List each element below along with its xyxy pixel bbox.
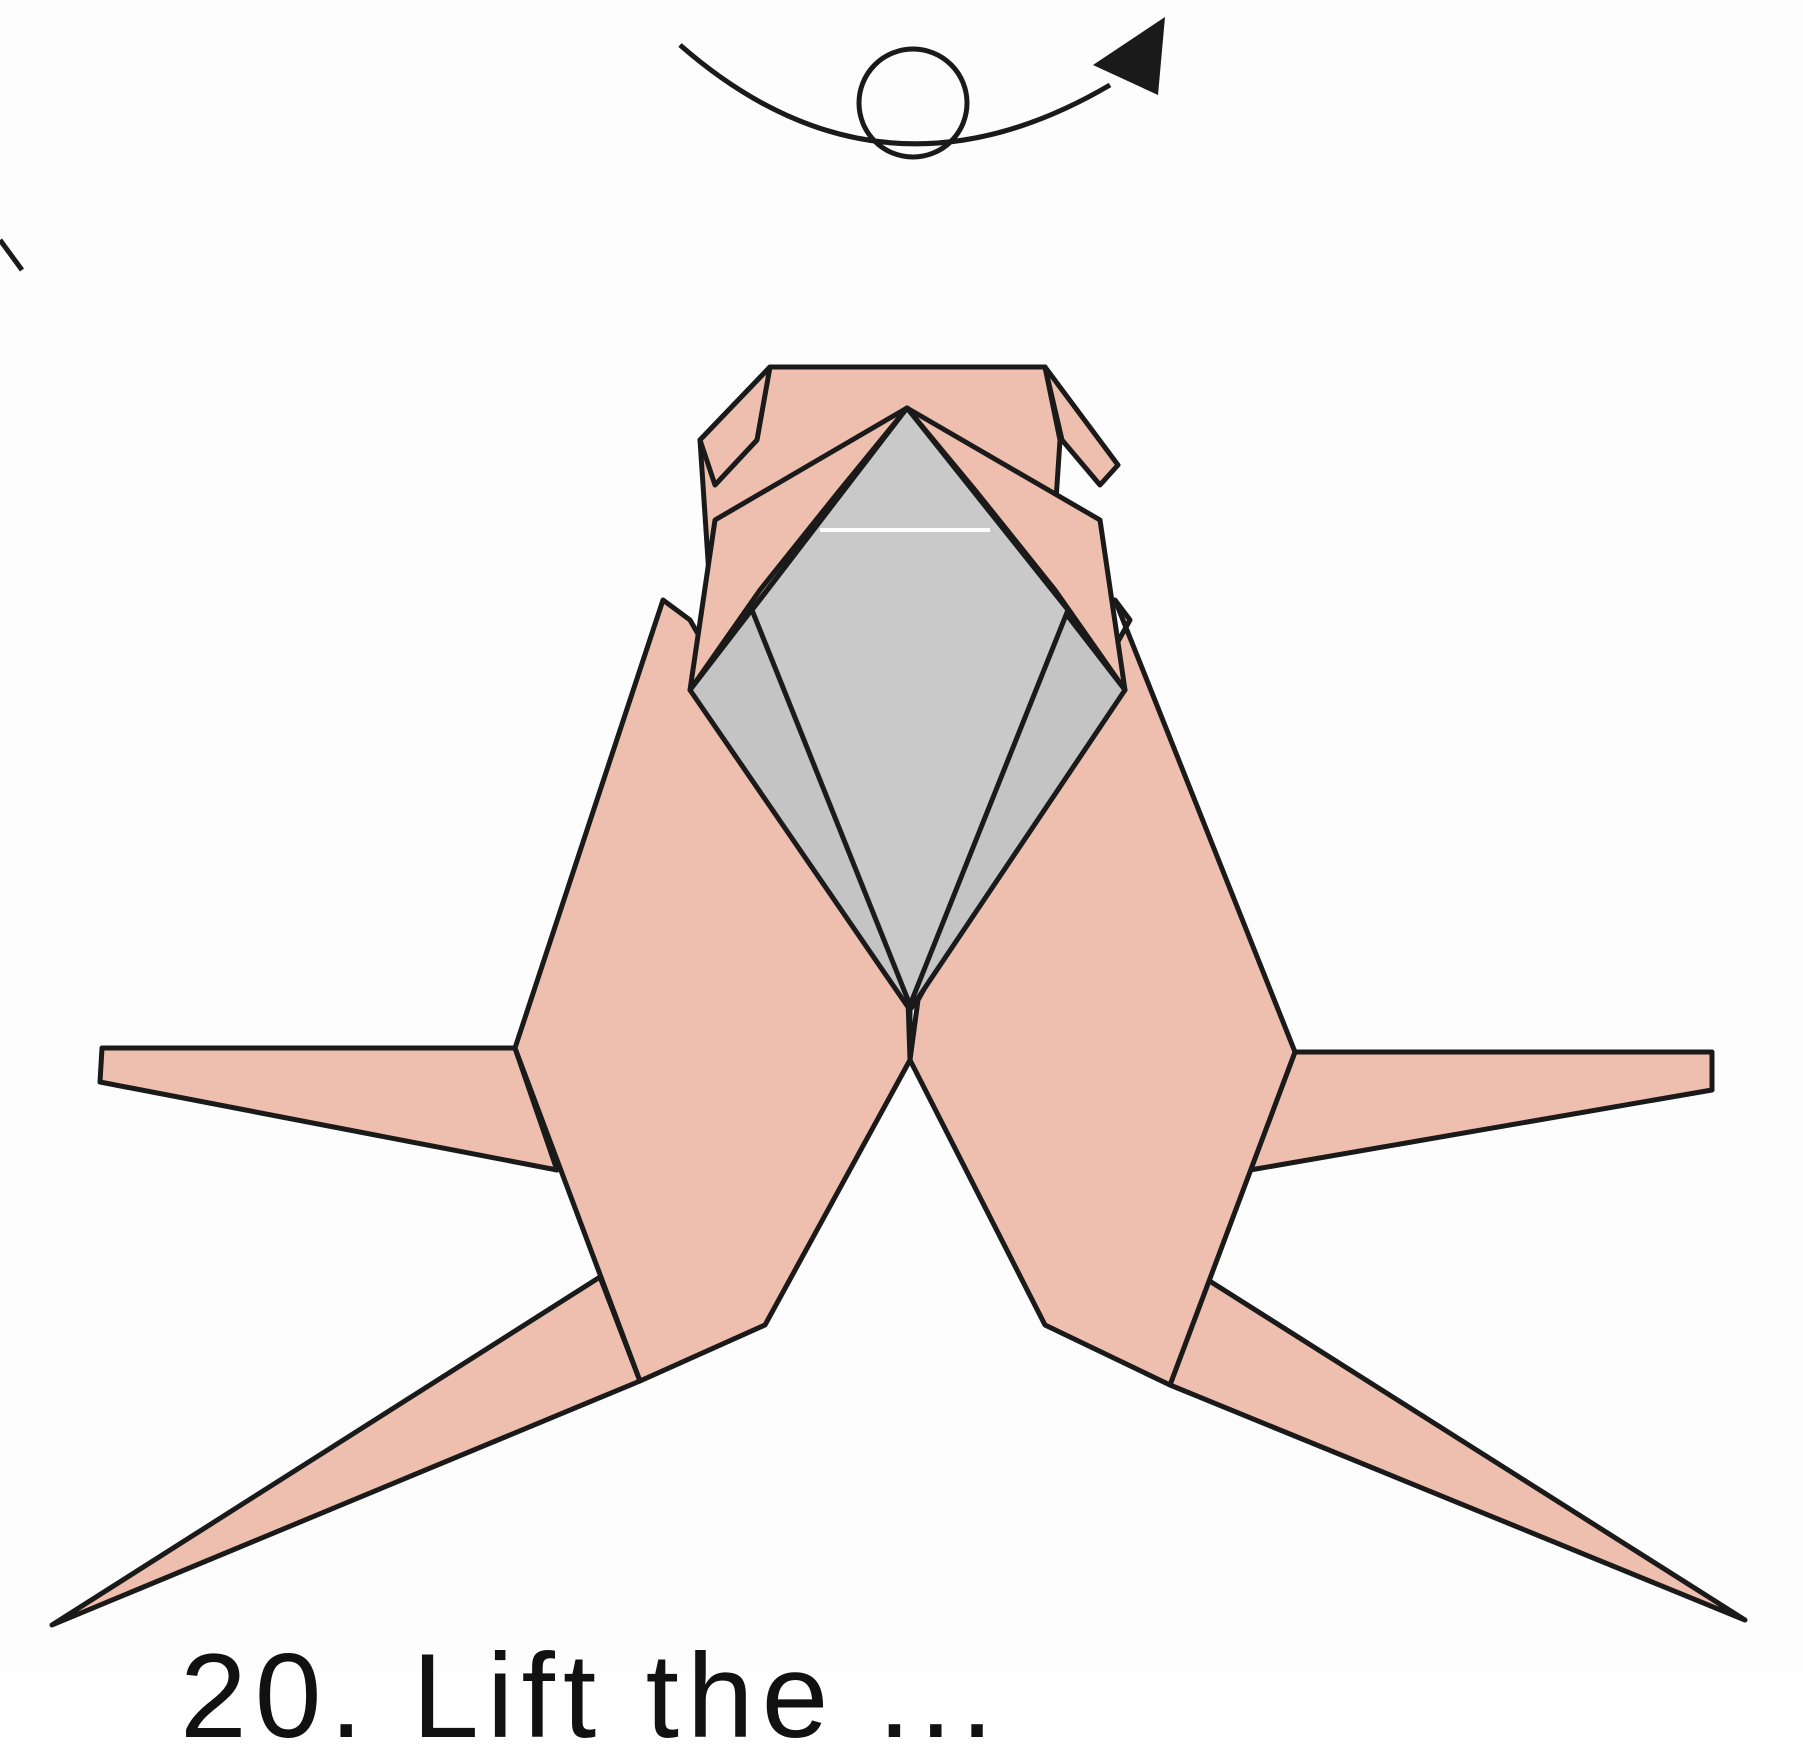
diagram-canvas <box>0 0 1803 1673</box>
origami-model <box>52 367 1745 1625</box>
right-leg <box>1170 1280 1745 1620</box>
turn-over-icon <box>680 17 1165 157</box>
origami-diagram-step: 20. Lift the ... <box>0 0 1803 1673</box>
step-caption: 20. Lift the ... <box>180 1636 1680 1756</box>
right-arm <box>1250 1052 1712 1170</box>
left-arm <box>100 1048 557 1170</box>
arrow-fragment-icon <box>0 240 22 270</box>
left-leg <box>52 1277 640 1625</box>
